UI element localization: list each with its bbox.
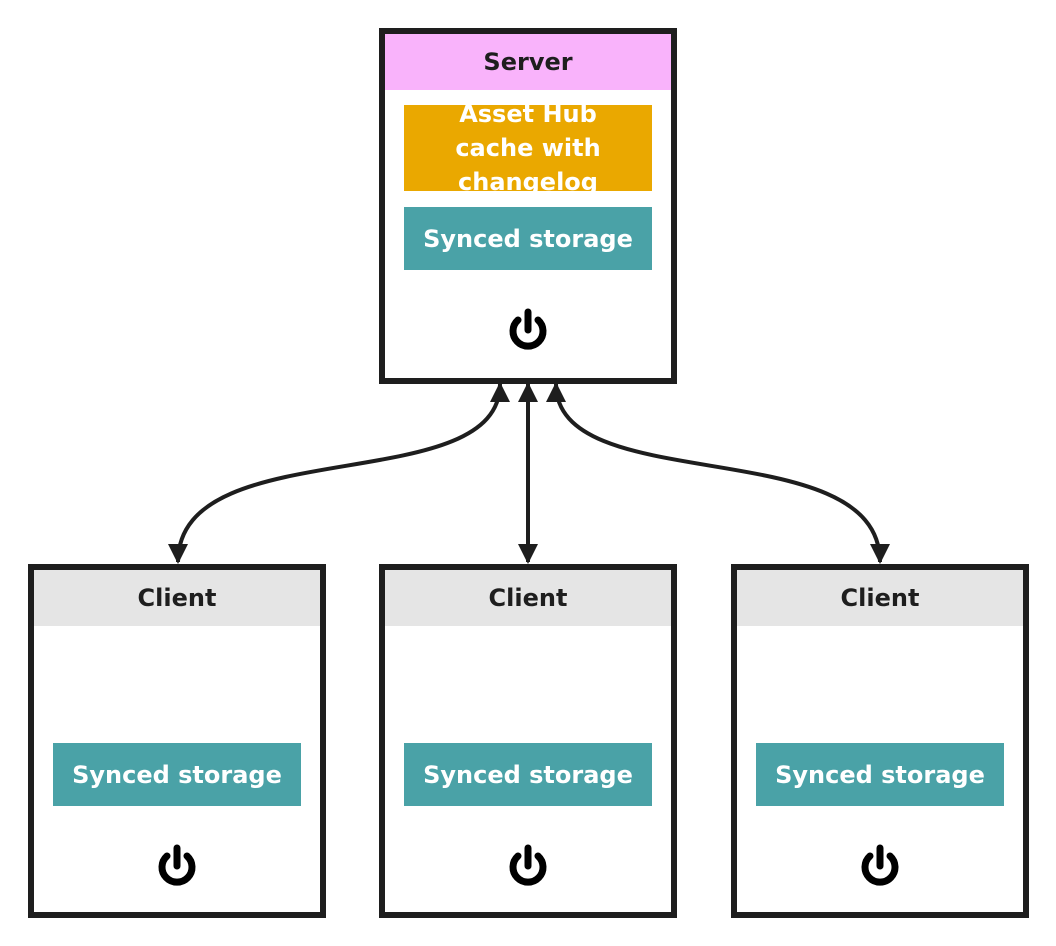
power-icon bbox=[509, 308, 547, 350]
connector-server-client-1 bbox=[168, 382, 510, 564]
server-node: Server Asset Hub cache with changelog Sy… bbox=[379, 28, 677, 384]
power-icon bbox=[509, 844, 547, 886]
asset-hub-cache-label: Asset Hub cache with changelog bbox=[455, 100, 601, 196]
power-icon bbox=[861, 844, 899, 886]
client-title: Client bbox=[488, 584, 568, 612]
client-header: Client bbox=[737, 570, 1023, 626]
client-title: Client bbox=[137, 584, 217, 612]
client-synced-storage-block: Synced storage bbox=[53, 743, 301, 806]
server-header: Server bbox=[385, 34, 671, 90]
client-synced-storage-label: Synced storage bbox=[775, 760, 985, 789]
client-title: Client bbox=[840, 584, 920, 612]
client-header: Client bbox=[34, 570, 320, 626]
server-synced-storage-block: Synced storage bbox=[404, 207, 652, 270]
client-synced-storage-block: Synced storage bbox=[404, 743, 652, 806]
client-synced-storage-label: Synced storage bbox=[423, 760, 633, 789]
power-icon bbox=[158, 844, 196, 886]
client-node-3: Client Synced storage bbox=[731, 564, 1029, 918]
server-synced-storage-label: Synced storage bbox=[423, 224, 633, 253]
client-synced-storage-block: Synced storage bbox=[756, 743, 1004, 806]
server-title: Server bbox=[483, 48, 573, 76]
client-node-2: Client Synced storage bbox=[379, 564, 677, 918]
connector-server-client-3 bbox=[546, 382, 890, 564]
asset-hub-cache-block: Asset Hub cache with changelog bbox=[404, 100, 652, 196]
client-header: Client bbox=[385, 570, 671, 626]
client-synced-storage-label: Synced storage bbox=[72, 760, 282, 789]
client-node-1: Client Synced storage bbox=[28, 564, 326, 918]
